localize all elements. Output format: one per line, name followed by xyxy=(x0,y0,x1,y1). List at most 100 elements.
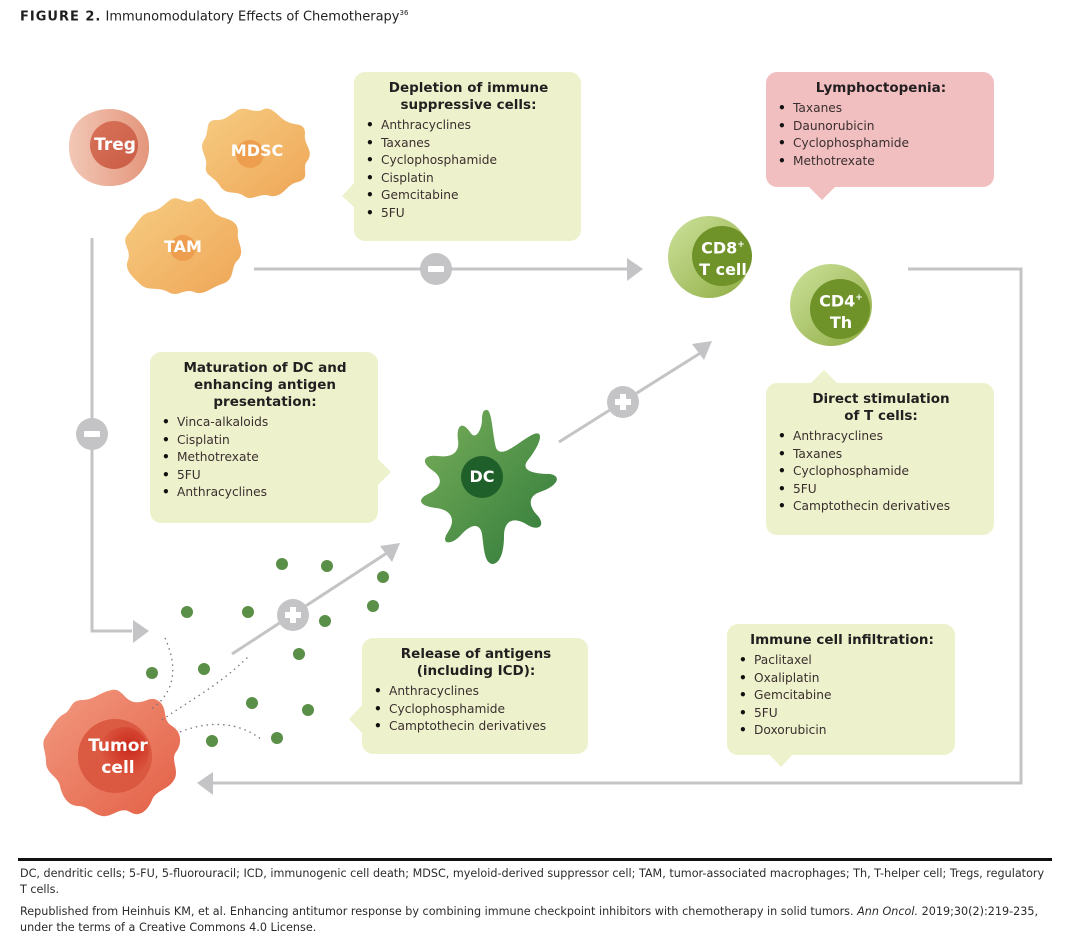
arrowheads xyxy=(133,258,712,795)
tam-label: TAM xyxy=(164,237,202,256)
drug-item: 5FU xyxy=(778,481,984,499)
treg-label: Treg xyxy=(94,135,136,155)
drug-item: 5FU xyxy=(162,467,368,485)
callout-title: Depletion of immune suppressive cells: xyxy=(388,80,549,113)
drug-item: Taxanes xyxy=(366,135,571,153)
antigen-dot xyxy=(181,606,193,618)
antigen-dot xyxy=(321,560,333,572)
callout-infiltration: Immune cell infiltration: Paclitaxel Oxa… xyxy=(727,624,955,755)
drug-list: Anthracyclines Taxanes Cyclophosphamide … xyxy=(366,117,571,223)
drug-list: Anthracyclines Taxanes Cyclophosphamide … xyxy=(778,428,984,516)
drug-list: Paclitaxel Oxaliplatin Gemcitabine 5FU D… xyxy=(739,652,945,740)
drug-item: Doxorubicin xyxy=(739,722,945,740)
source-text: Republished from Heinhuis KM, et al. Enh… xyxy=(20,905,858,918)
pointer-release xyxy=(349,704,363,734)
drug-list: Vinca-alkaloids Cisplatin Methotrexate 5… xyxy=(162,414,368,502)
callout-depletion: Depletion of immune suppressive cells: A… xyxy=(354,72,581,241)
drug-list: Anthracyclines Cyclophosphamide Camptoth… xyxy=(374,683,578,736)
drug-item: Vinca-alkaloids xyxy=(162,414,368,432)
drug-item: Cyclophosphamide xyxy=(778,135,984,153)
callout-maturation: Maturation of DC and enhancing antigen p… xyxy=(150,352,378,523)
antigen-dot xyxy=(271,732,283,744)
drug-item: Cyclophosphamide xyxy=(366,152,571,170)
mdsc-cell-icon xyxy=(202,108,310,198)
antigen-dots xyxy=(146,558,389,747)
antigen-dot xyxy=(146,667,158,679)
release-dotted-lines xyxy=(149,637,263,741)
tumor-cell-icon xyxy=(43,689,181,817)
cd4-name: CD4 xyxy=(819,291,856,311)
figure-label: FIGURE 2. xyxy=(20,9,102,25)
drug-item: Cyclophosphamide xyxy=(778,463,984,481)
drug-item: Anthracyclines xyxy=(162,484,368,502)
antigen-dot xyxy=(198,663,210,675)
callout-title: Release of antigens (including ICD): xyxy=(400,646,552,679)
plus-sign-tumor-dc xyxy=(277,599,309,631)
pointer-depletion xyxy=(342,182,355,208)
drug-item: Methotrexate xyxy=(162,449,368,467)
drug-item: Anthracyclines xyxy=(778,428,984,446)
tumor-label: Tumor cell xyxy=(80,735,156,779)
drug-item: Cisplatin xyxy=(162,432,368,450)
drug-item: Camptothecin derivatives xyxy=(778,498,984,516)
drug-item: Anthracyclines xyxy=(366,117,571,135)
dc-cell-icon xyxy=(421,409,557,564)
drug-item: Cisplatin xyxy=(366,170,571,188)
drug-item: Taxanes xyxy=(778,100,984,118)
antigen-dot xyxy=(246,697,258,709)
drug-item: 5FU xyxy=(366,205,571,223)
antigen-dot xyxy=(377,571,389,583)
pointer-infiltration xyxy=(768,753,794,767)
footer-divider xyxy=(18,858,1052,861)
arrow-tumor-to-dc xyxy=(231,549,391,656)
tumor-line2: cell xyxy=(101,758,135,778)
cd8-tcell-icon xyxy=(668,216,752,298)
cd8-name: CD8 xyxy=(701,238,738,258)
antigen-dot xyxy=(242,606,254,618)
cd4-superscript: + xyxy=(855,293,863,303)
callout-title: Lymphoctopenia: xyxy=(815,80,947,96)
drug-item: Camptothecin derivatives xyxy=(374,718,578,736)
drug-item: Anthracyclines xyxy=(374,683,578,701)
antigen-dot xyxy=(206,735,218,747)
drug-item: Daunorubicin xyxy=(778,118,984,136)
minus-sign-top xyxy=(420,253,452,285)
arrowhead-diagonal xyxy=(692,341,712,360)
drug-item: Oxaliplatin xyxy=(739,670,945,688)
antigen-dot xyxy=(276,558,288,570)
minus-sign-left xyxy=(76,418,108,450)
arrow-tcells-to-tumor xyxy=(212,267,1023,785)
source-journal: Ann Oncol. xyxy=(857,905,919,918)
plus-sign-dc-tcells xyxy=(607,386,639,418)
callout-pointers xyxy=(342,182,838,767)
callout-release: Release of antigens (including ICD): Ant… xyxy=(362,638,588,754)
cd8-label: CD8+ T cell xyxy=(688,234,758,281)
antigen-dot xyxy=(319,615,331,627)
drug-item: Gemcitabine xyxy=(366,187,571,205)
dc-label: DC xyxy=(469,467,495,486)
cd8-subtitle: T cell xyxy=(699,260,747,280)
drug-item: Cyclophosphamide xyxy=(374,701,578,719)
figure-title: FIGURE 2. Immunomodulatory Effects of Ch… xyxy=(20,9,408,24)
drug-item: Gemcitabine xyxy=(739,687,945,705)
drug-item: Methotrexate xyxy=(778,153,984,171)
callout-lymphoctopenia: Lymphoctopenia: Taxanes Daunorubicin Cyc… xyxy=(766,72,994,187)
pointer-direct-stimulation xyxy=(810,370,838,384)
callout-title: Direct stimulation of T cells: xyxy=(812,391,950,424)
abbreviations-note: DC, dendritic cells; 5-FU, 5-fluorouraci… xyxy=(20,867,1045,896)
pointer-maturation xyxy=(377,458,391,486)
source-details: 2019;30(2):219-235, under the terms of a… xyxy=(20,905,1039,934)
arrowhead-diagonal xyxy=(380,543,400,562)
drug-item: 5FU xyxy=(739,705,945,723)
pointer-lymphoctopenia xyxy=(808,186,836,200)
callout-title: Immune cell infiltration: xyxy=(750,632,934,648)
antigen-dot xyxy=(367,600,379,612)
arrowhead-left xyxy=(197,772,213,795)
antigen-dot xyxy=(302,704,314,716)
arrowhead-right xyxy=(133,620,149,643)
figure-title-text: Immunomodulatory Effects of Chemotherapy xyxy=(105,9,400,25)
arrow-suppressors-to-tumor xyxy=(90,238,132,633)
cd8-superscript: + xyxy=(737,240,745,250)
cd4-th-cell-icon xyxy=(790,264,872,346)
